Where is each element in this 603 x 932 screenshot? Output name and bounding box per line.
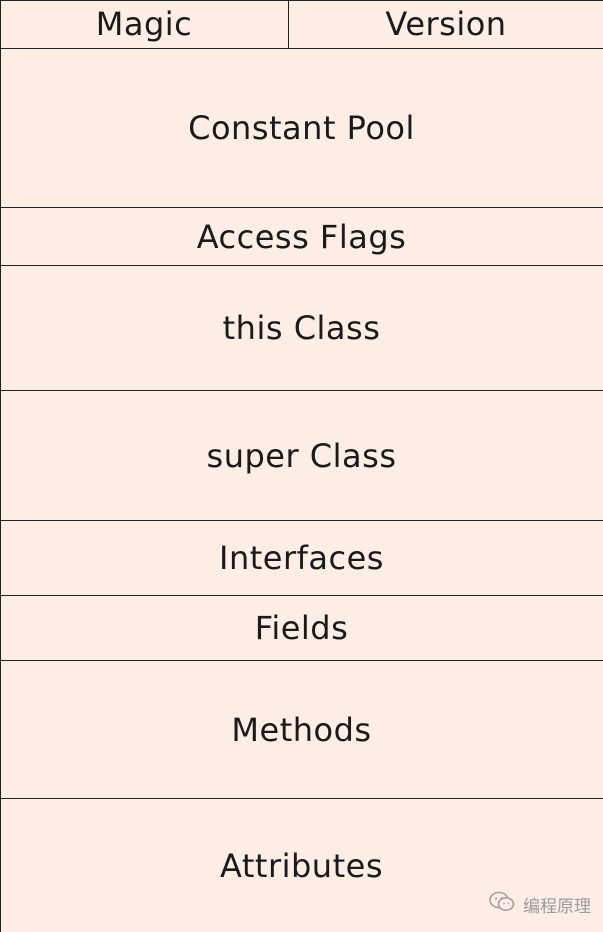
magic-version-divider bbox=[288, 0, 289, 48]
access-flags-cell: Access Flags bbox=[196, 217, 407, 256]
fields-cell: Fields bbox=[254, 609, 349, 647]
row-divider bbox=[0, 660, 603, 661]
wechat-icon bbox=[489, 891, 515, 918]
methods-cell: Methods bbox=[231, 710, 372, 749]
table-border-left bbox=[0, 0, 1, 932]
row-divider bbox=[0, 265, 603, 266]
super-class-cell: super Class bbox=[206, 436, 397, 475]
row-divider bbox=[0, 520, 603, 521]
row-divider bbox=[0, 390, 603, 391]
constant-pool-cell: Constant Pool bbox=[188, 109, 415, 147]
magic-cell: Magic bbox=[95, 5, 193, 43]
watermark: 编程原理 bbox=[489, 891, 591, 918]
row-divider bbox=[0, 798, 603, 799]
this-class-cell: this Class bbox=[222, 309, 381, 347]
interfaces-cell: Interfaces bbox=[219, 539, 384, 577]
row-divider bbox=[0, 595, 603, 596]
row-divider bbox=[0, 48, 603, 49]
table-border-top bbox=[0, 0, 603, 1]
watermark-text: 编程原理 bbox=[523, 897, 591, 917]
attributes-cell: Attributes bbox=[220, 846, 383, 885]
row-divider bbox=[0, 207, 603, 208]
version-cell: Version bbox=[385, 5, 507, 43]
